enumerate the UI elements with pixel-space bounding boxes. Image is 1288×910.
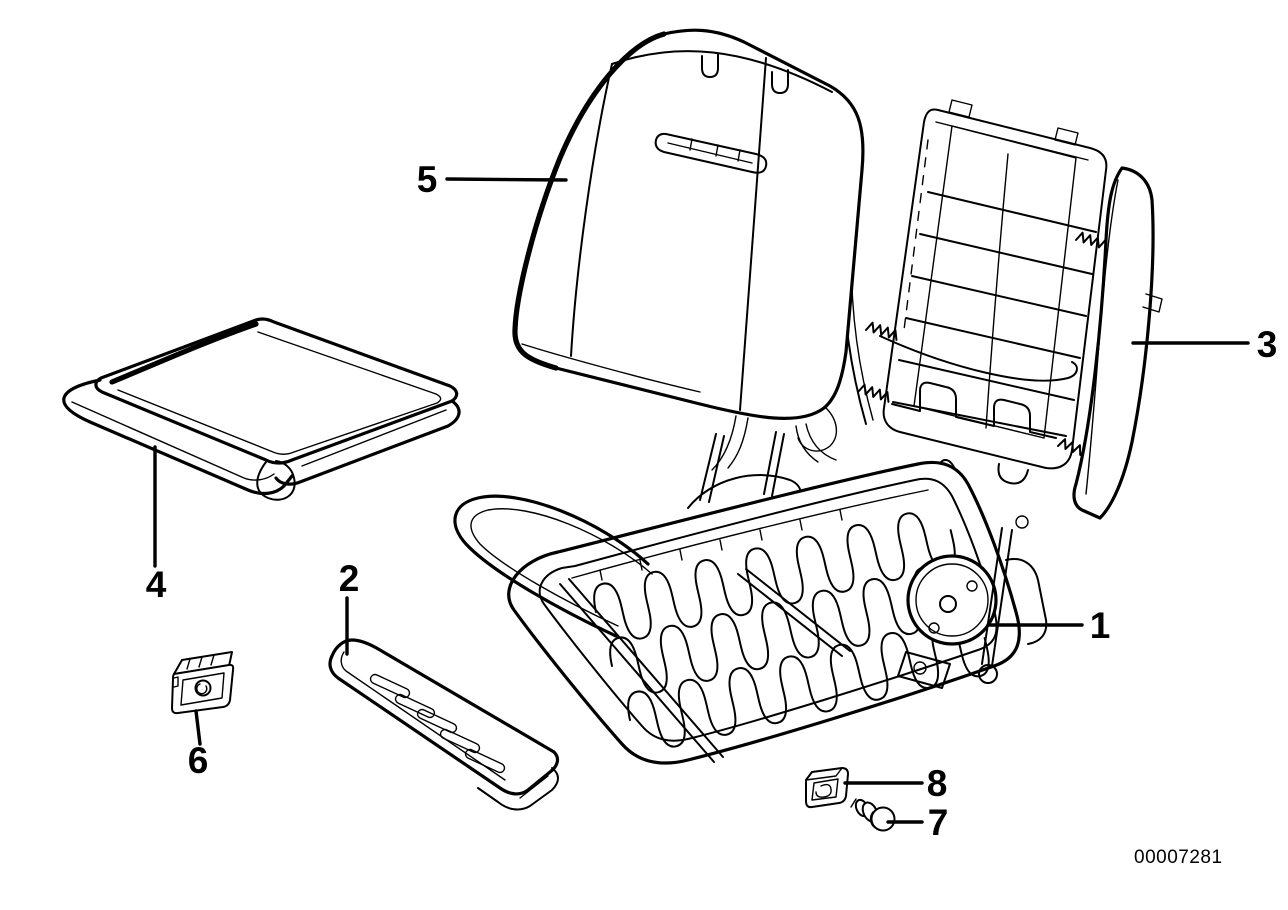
callout-8[interactable]: 8	[843, 763, 948, 804]
callout-1[interactable]: 1	[986, 605, 1111, 646]
callout-label-3[interactable]: 3	[1257, 324, 1278, 365]
callout-2[interactable]: 2	[339, 558, 360, 656]
callout-6[interactable]: 6	[188, 709, 209, 781]
part-8-clip-drawing	[805, 767, 849, 809]
part-1-seat-frame-drawing	[453, 431, 1048, 765]
diagram-code: 00007281	[1134, 847, 1223, 868]
callout-5[interactable]: 5	[417, 159, 568, 200]
callout-7[interactable]: 7	[886, 802, 949, 843]
callout-3[interactable]: 3	[1131, 324, 1278, 365]
leader-line-5	[445, 177, 568, 182]
leader-line-6	[194, 709, 202, 746]
part-5-backrest-cushion-drawing	[512, 28, 865, 471]
part-2-trim-rail-drawing	[328, 638, 560, 811]
callout-label-8[interactable]: 8	[927, 763, 948, 804]
part-4-seat-cushion-drawing	[62, 317, 461, 501]
callout-label-2[interactable]: 2	[339, 558, 360, 599]
callout-4[interactable]: 4	[146, 445, 167, 605]
part-7-screw-drawing	[850, 798, 896, 832]
callout-label-4[interactable]: 4	[146, 564, 167, 605]
callout-label-7[interactable]: 7	[928, 802, 949, 843]
callout-label-5[interactable]: 5	[417, 159, 438, 200]
part-3-backrest-frame-drawing	[841, 99, 1163, 520]
callout-label-6[interactable]: 6	[188, 740, 209, 781]
part-6-switch-drawing	[171, 651, 235, 715]
callout-label-1[interactable]: 1	[1090, 605, 1111, 646]
